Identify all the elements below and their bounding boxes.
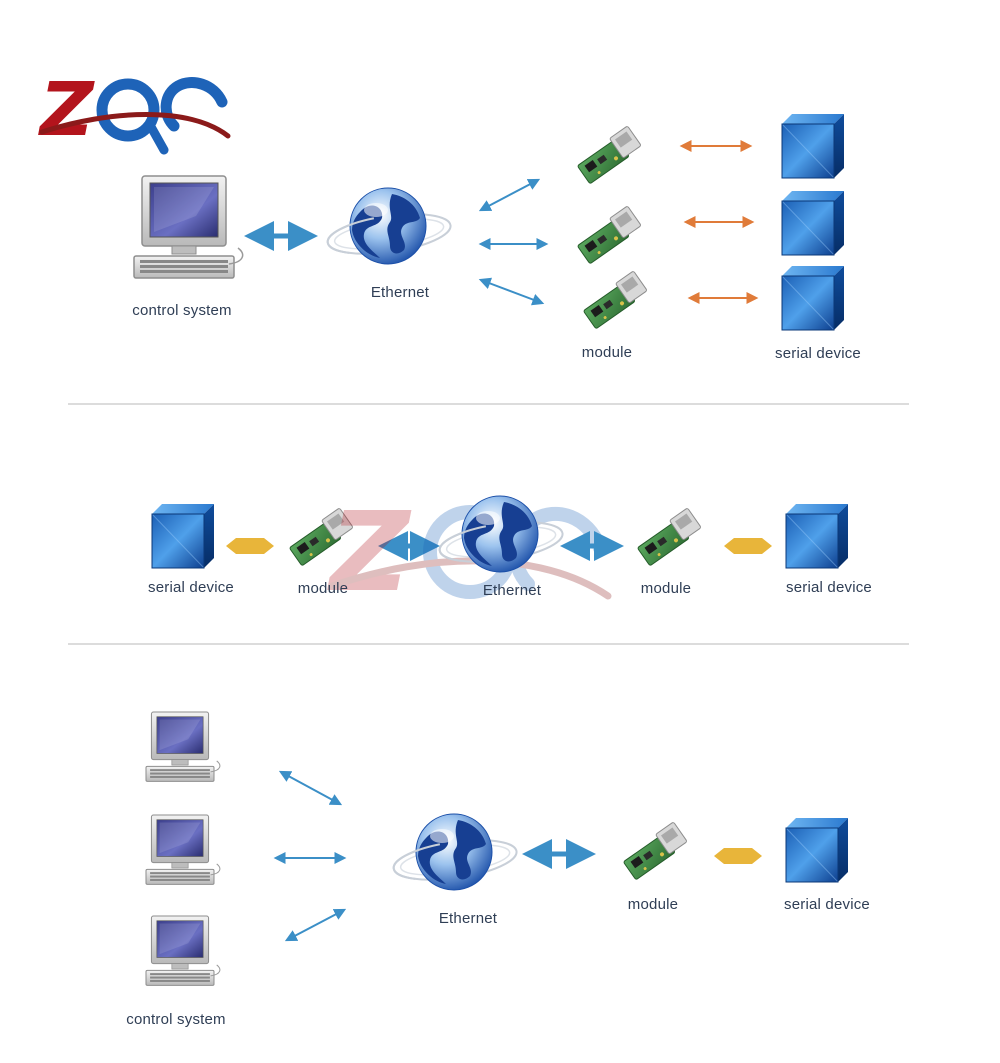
serial-device-label: serial device bbox=[775, 345, 861, 362]
ethernet-label: Ethernet bbox=[370, 284, 430, 301]
module-icon bbox=[574, 205, 643, 265]
arrow-icon bbox=[273, 770, 347, 942]
svg-text:Z: Z bbox=[327, 488, 412, 616]
serial-device-label: serial device bbox=[786, 579, 872, 596]
module-label: module bbox=[627, 896, 679, 913]
arrow-icon bbox=[226, 538, 274, 554]
logo-icon: Z bbox=[38, 67, 231, 155]
arrow-icon bbox=[724, 538, 772, 554]
cube-icon bbox=[781, 190, 845, 256]
module-icon bbox=[620, 821, 689, 881]
globe-icon bbox=[390, 813, 521, 891]
computer-icon bbox=[145, 711, 221, 782]
serial-device-label: serial device bbox=[148, 579, 234, 596]
serial-device-label: serial device bbox=[784, 896, 870, 913]
computer-icon bbox=[145, 915, 221, 986]
section-2: Z bbox=[151, 488, 849, 616]
section-3 bbox=[145, 711, 849, 986]
module-label: module bbox=[640, 580, 692, 597]
module-icon bbox=[580, 270, 649, 330]
module-icon bbox=[634, 507, 703, 567]
computer-icon bbox=[145, 814, 221, 885]
cube-icon bbox=[151, 503, 215, 569]
section-1 bbox=[133, 113, 845, 331]
control-system-label: control system bbox=[126, 1011, 226, 1028]
svg-text:Z: Z bbox=[38, 67, 95, 153]
cube-icon bbox=[785, 817, 849, 883]
computer-icon bbox=[133, 175, 244, 279]
ethernet-label: Ethernet bbox=[482, 582, 542, 599]
arrow-icon bbox=[478, 178, 549, 306]
module-label: module bbox=[581, 344, 633, 361]
cube-icon bbox=[785, 503, 849, 569]
arrow-icon bbox=[714, 848, 762, 864]
divider bbox=[68, 643, 909, 645]
ethernet-label: Ethernet bbox=[438, 910, 498, 927]
module-icon bbox=[574, 125, 643, 185]
cube-icon bbox=[781, 265, 845, 331]
divider bbox=[68, 403, 909, 405]
control-system-label: control system bbox=[132, 302, 232, 319]
module-label: module bbox=[297, 580, 349, 597]
globe-icon bbox=[324, 187, 455, 265]
arrow-icon bbox=[679, 140, 759, 304]
cube-icon bbox=[781, 113, 845, 179]
